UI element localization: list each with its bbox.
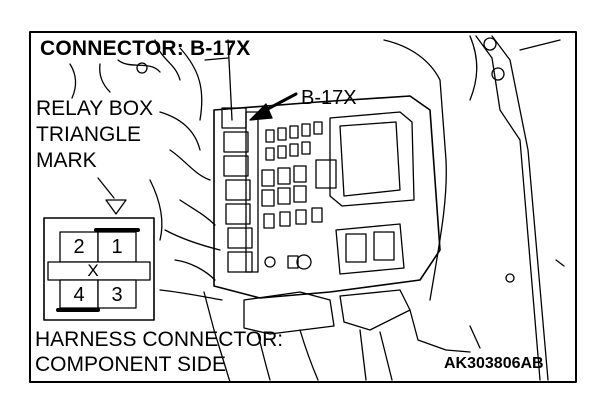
harness-label-line1: HARNESS CONNECTOR: — [35, 328, 284, 351]
relay-box-label-line2: TRIANGLE — [36, 123, 142, 146]
pin-label-2: 2 — [73, 236, 85, 258]
connector-center-mark: X — [87, 261, 99, 280]
relay-box — [203, 95, 441, 383]
pin-label-1: 1 — [111, 236, 123, 258]
body-panel — [383, 35, 565, 381]
pin-label-4: 4 — [73, 284, 85, 306]
pin-cell-3 — [97, 279, 137, 309]
triangle-mark-icon — [105, 199, 127, 215]
relay-box-label-line1: RELAY BOX — [36, 97, 154, 120]
connector-title: CONNECTOR: B-17X — [40, 37, 251, 60]
callout-label: B-17X — [301, 87, 357, 109]
connector-pinout — [43, 217, 155, 321]
figure-frame — [29, 31, 577, 383]
figure-code: AK303806AB — [444, 355, 544, 372]
callout-arrow[interactable] — [249, 92, 298, 121]
harness-label-line2: COMPONENT SIDE — [35, 353, 226, 376]
pin-label-3: 3 — [111, 284, 123, 306]
background-linework — [69, 39, 233, 301]
triangle-mark-pointer — [97, 177, 127, 215]
relay-box-label-line3: MARK — [36, 149, 97, 172]
